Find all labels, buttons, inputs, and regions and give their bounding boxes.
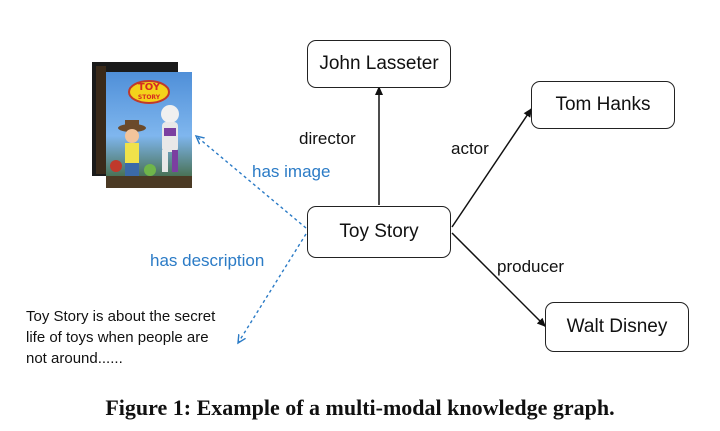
edge-producer-arrow xyxy=(451,232,547,328)
edge-has-image-arrow xyxy=(196,136,307,229)
edge-label-actor: actor xyxy=(451,139,489,158)
figure-caption: Figure 1: Example of a multi-modal knowl… xyxy=(105,395,615,420)
node-walt-disney: Walt Disney xyxy=(545,302,689,352)
description-line: not around...... xyxy=(26,350,123,367)
node-john-lasseter: John Lasseter xyxy=(307,40,451,88)
description-line: life of toys when people are xyxy=(26,329,209,346)
edge-label-producer: producer xyxy=(497,257,565,276)
description-line: Toy Story is about the secret xyxy=(26,308,216,325)
svg-text:STORY: STORY xyxy=(138,94,161,101)
edge-label-director: director xyxy=(299,129,356,148)
edge-label-has-image: has image xyxy=(252,162,331,181)
toy-story-poster-image: TOY STORY xyxy=(92,62,192,188)
svg-text:TOY: TOY xyxy=(138,82,161,93)
knowledge-graph-figure: TOY STORY John Lasseter Tom Hanks Toy St… xyxy=(0,40,689,380)
description-text: Toy Story is about the secret life of to… xyxy=(26,306,241,369)
node-tom-hanks: Tom Hanks xyxy=(531,81,675,129)
graph-edges xyxy=(0,86,547,380)
edge-actor-arrow xyxy=(451,107,533,228)
edge-label-has-description: has description xyxy=(150,251,265,270)
node-toy-story: Toy Story xyxy=(307,206,451,258)
